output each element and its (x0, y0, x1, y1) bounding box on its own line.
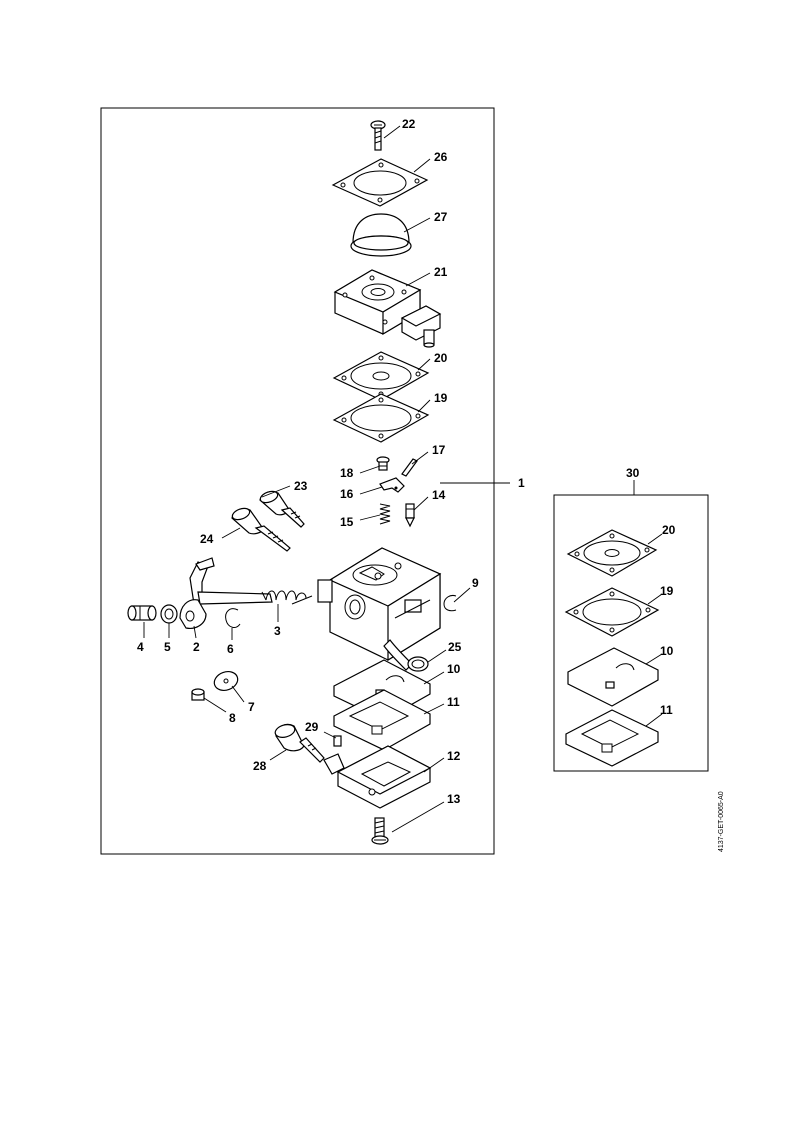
callout-11: 11 (447, 695, 460, 709)
part-18-screw (376, 456, 390, 471)
part-13-screw (371, 817, 389, 845)
carburetor-body (317, 547, 442, 671)
callout-16: 16 (340, 487, 354, 501)
part-4-bushing (127, 605, 157, 621)
callout-3: 3 (274, 624, 281, 638)
callout-14: 14 (432, 488, 446, 502)
callout-8: 8 (229, 711, 236, 725)
part-14-inlet-needle (405, 503, 415, 528)
callout-24: 24 (200, 532, 214, 546)
kit-part-19-gasket (564, 587, 660, 637)
part-27-primer-bulb (350, 213, 412, 257)
document-id: 4137-GET-0065-A0 (718, 791, 725, 852)
callout-27: 27 (434, 210, 448, 224)
callout-25: 25 (448, 640, 462, 654)
callout-13: 13 (447, 792, 461, 806)
part-6-e-clip (225, 608, 241, 628)
kit-part-10-metering-diaphragm (567, 647, 659, 707)
repair-kit-frame (553, 494, 709, 772)
part-15-spring (379, 503, 391, 525)
callout-10: 10 (447, 662, 461, 676)
callout-20: 20 (434, 351, 448, 365)
part-7-throttle-plate (213, 670, 239, 692)
callout-15: 15 (340, 515, 354, 529)
kit-callout-19: 19 (660, 584, 674, 598)
callout-21: 21 (434, 265, 448, 279)
part-26-cover-plate (331, 158, 429, 207)
callout-9: 9 (472, 576, 479, 590)
callout-2: 2 (193, 640, 200, 654)
callout-22: 22 (402, 117, 416, 131)
part-21-pump-cover (333, 269, 442, 348)
part-2-throttle-shaft (179, 557, 273, 629)
callout-26: 26 (434, 150, 448, 164)
main-assembly-frame (100, 107, 495, 855)
part-16-lever (379, 477, 405, 493)
part-8-screw (191, 688, 205, 701)
part-12-metering-cover (323, 745, 432, 809)
part-9-e-clip (443, 595, 457, 612)
callout-12: 12 (447, 749, 461, 763)
part-25-strainer (407, 656, 429, 672)
callout-17: 17 (432, 443, 446, 457)
kit-part-20-diaphragm (566, 529, 658, 577)
part-19-gasket (332, 393, 430, 443)
part-5-washer (160, 604, 178, 624)
callout-7: 7 (248, 700, 255, 714)
callout-6: 6 (227, 642, 234, 656)
part-11-gasket (333, 689, 431, 751)
callout-5: 5 (164, 640, 171, 654)
part-28-adjusting-screw (274, 723, 325, 763)
part-23-adjusting-screw (259, 490, 305, 528)
part-24-adjusting-screw (231, 507, 291, 552)
part-3-spring (261, 590, 313, 605)
callout-30: 30 (626, 466, 640, 480)
part-20-diaphragm (332, 351, 430, 401)
part-29-spring (333, 735, 342, 747)
kit-callout-10: 10 (660, 644, 674, 658)
callout-18: 18 (340, 466, 354, 480)
kit-callout-11: 11 (660, 703, 673, 717)
callout-23: 23 (294, 479, 308, 493)
callout-29: 29 (305, 720, 319, 734)
kit-part-11-gasket (565, 709, 659, 767)
callout-19: 19 (434, 391, 448, 405)
leader-lines (143, 125, 663, 833)
part-22-screw (370, 120, 386, 151)
callout-4: 4 (137, 640, 144, 654)
callout-28: 28 (253, 759, 267, 773)
kit-callout-20: 20 (662, 523, 676, 537)
callout-1: 1 (518, 476, 525, 490)
